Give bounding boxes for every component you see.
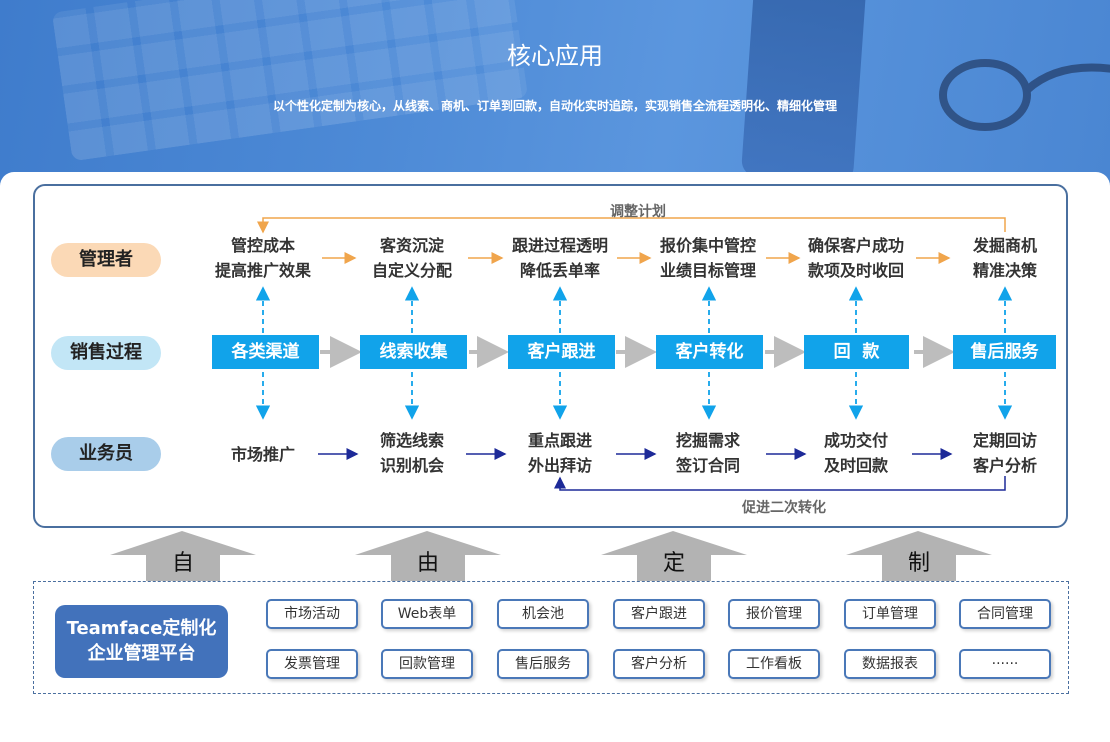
- process-step: 售后服务: [953, 335, 1056, 369]
- platform-section: [33, 581, 1069, 694]
- module-tag[interactable]: 数据报表: [844, 649, 936, 679]
- module-tag[interactable]: 工作看板: [728, 649, 820, 679]
- module-tag[interactable]: 报价管理: [728, 599, 820, 629]
- module-tag[interactable]: 市场活动: [266, 599, 358, 629]
- big-arrow-char: 定: [663, 551, 686, 576]
- module-tag[interactable]: 订单管理: [844, 599, 936, 629]
- loop-label-top: 调整计划: [610, 204, 666, 220]
- module-tag[interactable]: 客户分析: [613, 649, 705, 679]
- big-arrow-char: 由: [417, 551, 440, 576]
- process-step: 线索收集: [360, 335, 467, 369]
- process-step: 客户转化: [656, 335, 763, 369]
- feedback-loop-top: [257, 217, 1006, 234]
- big-up-arrow: [846, 531, 992, 581]
- module-tag[interactable]: 回款管理: [381, 649, 473, 679]
- big-up-arrow: [110, 531, 256, 581]
- big-arrow-char: 制: [908, 551, 931, 576]
- role-manager: 管理者: [51, 243, 161, 277]
- process-step: 客户跟进: [508, 335, 615, 369]
- page-subtitle: 以个性化定制为核心，从线索、商机、订单到回款，自动化实时追踪，实现销售全流程透明…: [272, 99, 837, 113]
- manager-item: 客资沉淀自定义分配: [371, 236, 452, 280]
- module-tag[interactable]: 售后服务: [497, 649, 589, 679]
- header-banner: 核心应用 以个性化定制为核心，从线索、商机、订单到回款，自动化实时追踪，实现销售…: [0, 0, 1110, 205]
- platform-badge: Teamface定制化企业管理平台: [55, 605, 228, 678]
- module-tag[interactable]: Web表单: [381, 599, 473, 629]
- sales-item: 市场推广: [230, 445, 295, 464]
- role-process: 销售过程: [51, 336, 161, 370]
- big-arrow-char: 自: [172, 551, 195, 576]
- sales-item: 定期回访客户分析: [972, 431, 1037, 475]
- manager-item: 确保客户成功款项及时收回: [807, 236, 904, 280]
- role-sales: 业务员: [51, 437, 161, 471]
- page-title: 核心应用: [507, 42, 603, 70]
- process-step: 回 款: [804, 335, 909, 369]
- sales-item: 成功交付及时回款: [823, 431, 888, 475]
- module-tag[interactable]: 机会池: [497, 599, 589, 629]
- sales-item: 重点跟进外出拜访: [527, 431, 592, 475]
- module-tag[interactable]: ······: [959, 649, 1051, 679]
- module-tag[interactable]: 合同管理: [959, 599, 1051, 629]
- loop-label-bottom: 促进二次转化: [742, 500, 826, 516]
- process-step: 各类渠道: [212, 335, 319, 369]
- sales-item: 挖掘需求签订合同: [675, 431, 740, 475]
- feedback-loop-bottom: [554, 476, 1006, 491]
- manager-item: 报价集中管控业绩目标管理: [659, 236, 756, 280]
- big-up-arrow: [601, 531, 747, 581]
- glasses-image: [939, 59, 1110, 131]
- manager-item: 跟进过程透明降低丢单率: [511, 236, 608, 280]
- manager-item: 管控成本提高推广效果: [214, 236, 311, 280]
- module-tag[interactable]: 客户跟进: [613, 599, 705, 629]
- big-up-arrow: [355, 531, 501, 581]
- sales-item: 筛选线索识别机会: [379, 431, 444, 475]
- module-tag[interactable]: 发票管理: [266, 649, 358, 679]
- manager-item: 发掘商机精准决策: [972, 236, 1037, 280]
